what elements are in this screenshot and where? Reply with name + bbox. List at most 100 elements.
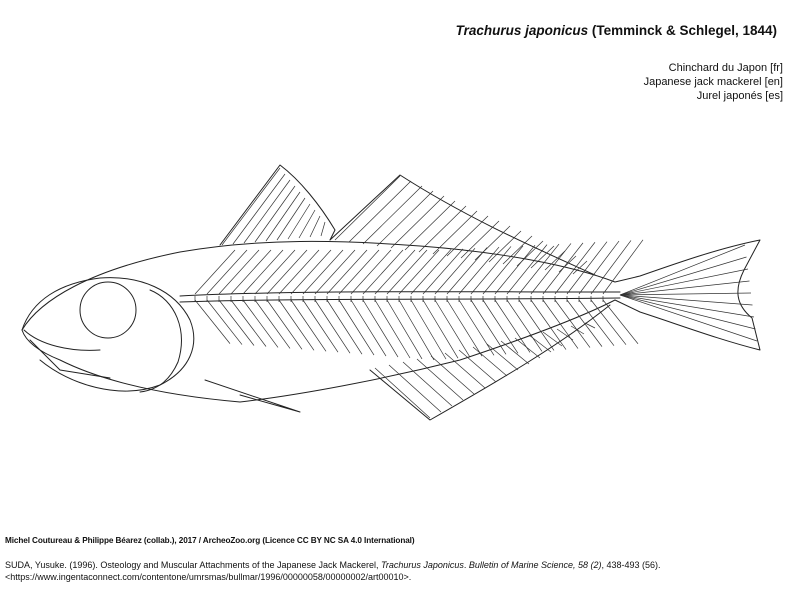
- jaw: [23, 329, 111, 379]
- dorsal-fin-ray: [488, 230, 522, 263]
- haemal-spine: [590, 299, 627, 345]
- haemal-spine: [254, 299, 291, 349]
- neural-spine: [590, 240, 632, 295]
- neural-spine: [338, 249, 380, 295]
- haemal-spine: [566, 299, 603, 347]
- head-outline: [21, 277, 195, 392]
- anal-fin-ray: [430, 355, 475, 395]
- dorsal-fin-ray: [474, 225, 511, 261]
- neural-spine: [566, 241, 608, 295]
- common-name-fr: Chinchard du Japon [fr]: [668, 62, 783, 74]
- caudal-fin-ray: [619, 294, 753, 306]
- neural-spine: [602, 239, 644, 295]
- haemal-spine: [542, 299, 579, 349]
- common-name-es: Jurel japonés [es]: [696, 90, 783, 102]
- operculum: [139, 289, 182, 393]
- neural-spine: [290, 249, 332, 295]
- haemal-spine: [350, 299, 387, 357]
- neural-spine: [242, 249, 284, 295]
- neural-spine: [398, 249, 440, 295]
- reference-sep: .: [463, 560, 469, 570]
- caudal-fin-ray: [619, 280, 750, 296]
- neural-spine: [302, 249, 344, 295]
- anal-fin: [369, 304, 611, 421]
- neural-spine: [470, 246, 512, 295]
- haemal-spine: [218, 299, 255, 346]
- haemal-spine: [602, 299, 639, 344]
- haemal-spine: [554, 299, 591, 348]
- anal-fin-ray: [500, 340, 530, 365]
- vertebral-column: [179, 291, 621, 297]
- haemal-spine: [470, 299, 507, 355]
- neural-spine: [278, 249, 320, 295]
- neural-spine: [326, 249, 368, 295]
- neural-spine: [458, 246, 500, 295]
- dorsal-fin-ray: [309, 215, 321, 238]
- dorsal-fin-ray: [516, 240, 544, 267]
- caudal-fin-ray: [619, 256, 747, 296]
- haemal-spine: [326, 299, 363, 355]
- haemal-spine: [386, 299, 423, 360]
- dorsal-fin-ray: [572, 260, 588, 275]
- haemal-spine: [506, 299, 543, 352]
- dorsal-fin-ray: [404, 200, 456, 251]
- haemal-spine: [578, 299, 615, 346]
- caudal-fin-ray: [619, 292, 752, 296]
- haemal-spine: [518, 299, 555, 351]
- caudal-fin-ray: [619, 294, 755, 318]
- haemal-spine: [422, 299, 459, 359]
- anal-fin-ray: [388, 364, 442, 413]
- haemal-spine: [230, 299, 267, 347]
- dorsal-fin-ray: [558, 255, 577, 273]
- fish-skeleton-illustration: [21, 164, 761, 421]
- dorsal-fin-ray: [221, 167, 281, 246]
- dorsal-fin-ray: [287, 203, 311, 240]
- dorsal-fin-ray: [298, 209, 316, 239]
- neural-spine: [422, 248, 464, 295]
- anal-fin-ray: [584, 322, 596, 329]
- neural-spine: [230, 249, 272, 295]
- haemal-spine: [206, 299, 243, 345]
- neural-spine: [218, 249, 260, 295]
- haemal-spine: [194, 299, 231, 344]
- neural-spine: [386, 249, 428, 295]
- reference-journal: Bulletin of Marine Science, 58 (2): [468, 560, 602, 570]
- taxon-authority: (Temminck & Schlegel, 1844): [591, 23, 777, 38]
- second-dorsal-fin: [329, 174, 596, 276]
- haemal-spine: [266, 299, 303, 350]
- anal-fin-ray: [514, 337, 541, 359]
- anal-fin-ray: [570, 325, 585, 335]
- neural-spine: [482, 245, 524, 295]
- neural-spine: [314, 249, 356, 295]
- haemal-spine: [338, 299, 375, 356]
- neural-spine: [254, 249, 296, 295]
- dorsal-fin-ray: [418, 205, 467, 253]
- neural-spine: [506, 244, 548, 295]
- neural-spine: [518, 243, 560, 295]
- caudal-fin-ray: [619, 294, 758, 342]
- dorsal-fin-ray: [460, 220, 500, 259]
- haemal-spine: [458, 299, 495, 356]
- common-names: Chinchard du Japon [fr] Japanese jack ma…: [644, 61, 783, 103]
- first-dorsal-fin: [219, 164, 336, 246]
- neural-spine: [410, 249, 452, 295]
- reference-url: <https://www.ingentaconnect.com/contento…: [5, 572, 412, 582]
- reference-species: Trachurus Japonicus: [381, 560, 464, 570]
- haemal-spine: [374, 299, 411, 359]
- caudal-fin-ray: [619, 244, 746, 296]
- dorsal-fin-ray: [320, 221, 326, 237]
- haemal-spine: [530, 299, 567, 350]
- dorsal-fin-ray: [530, 245, 555, 269]
- haemal-spine: [278, 299, 315, 351]
- scientific-name: Trachurus japonicus: [455, 23, 589, 38]
- neural-spine: [206, 249, 248, 295]
- dorsal-fin-ray: [232, 173, 286, 245]
- neural-spine: [362, 249, 404, 295]
- anal-fin-ray: [444, 352, 486, 389]
- haemal-spine: [410, 299, 447, 360]
- haemal-spine: [290, 299, 327, 352]
- dorsal-fin-ray: [446, 215, 489, 257]
- neural-spine: [266, 249, 308, 295]
- dorsal-fin-ray: [276, 197, 306, 241]
- haemal-spine: [398, 299, 435, 361]
